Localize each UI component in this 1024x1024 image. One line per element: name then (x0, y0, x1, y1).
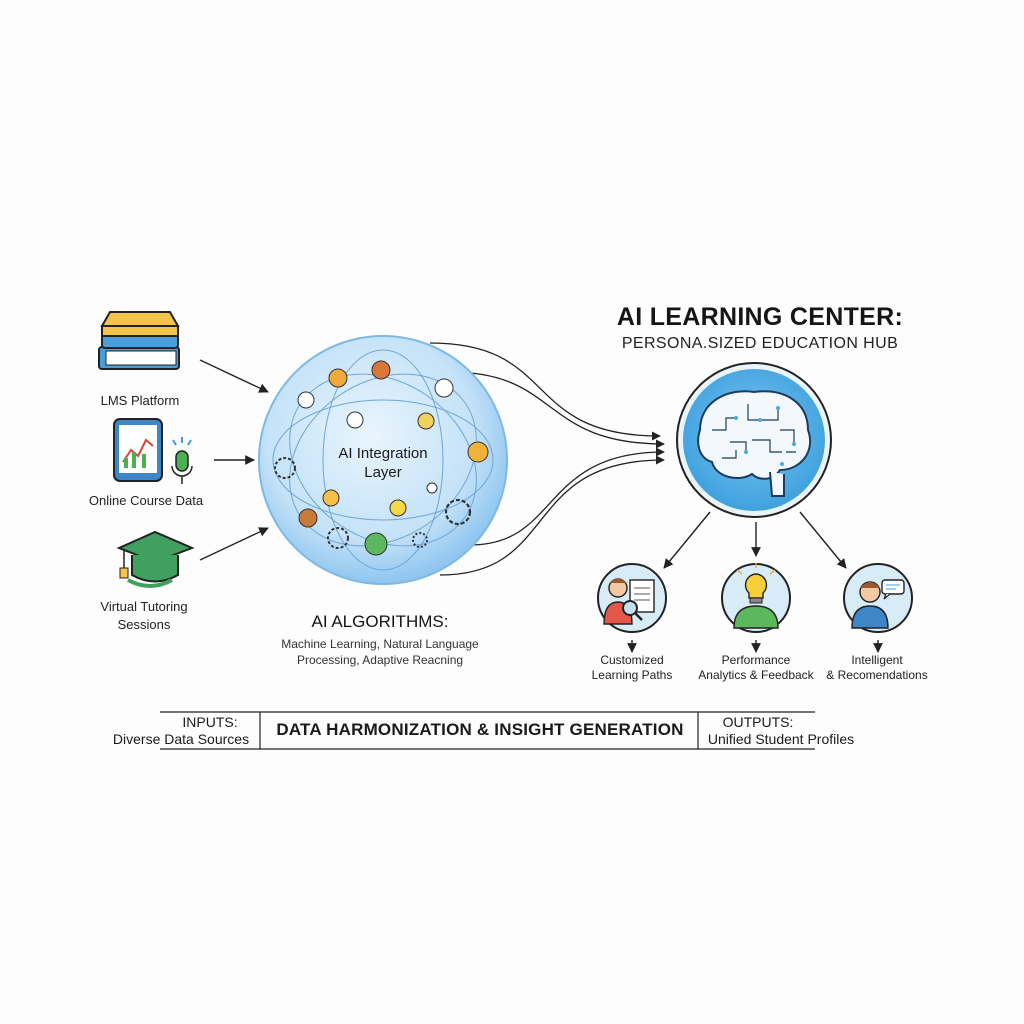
output-label-analytics: Performance Analytics & Feedback (686, 653, 826, 683)
input-label-tutoring-line2: Sessions (117, 617, 171, 632)
integration-label-line2: Layer (364, 464, 402, 481)
output-1-line1: Customized (600, 653, 664, 667)
band-outputs-desc: Unified Student Profiles (707, 731, 855, 747)
output-2-line1: Performance (721, 653, 791, 667)
algorithms-desc-line2: Processing, Adaptive Reacning (296, 653, 464, 667)
output-label-learning-paths: Customized Learning Paths (572, 653, 692, 683)
microphone-icon (171, 437, 193, 484)
band-inputs-desc: Diverse Data Sources (112, 731, 250, 747)
lightbulb-person-icon (721, 563, 791, 633)
band-inputs-heading: INPUTS: (182, 714, 238, 730)
hub-subtitle: PERSONA.SIZED EDUCATION HUB (621, 335, 899, 352)
band-center-title: DATA HARMONIZATION & INSIGHT GENERATION (276, 720, 684, 739)
algorithms-desc-line1: Machine Learning, Natural Language (281, 637, 479, 651)
output-3-line2: & Recomendations (826, 668, 928, 682)
output-1-line2: Learning Paths (591, 668, 673, 682)
output-3-line1: Intelligent (851, 653, 903, 667)
band-outputs-heading: OUTPUTS: (722, 714, 794, 730)
hub-brain-icon (676, 362, 832, 518)
output-2-line2: Analytics & Feedback (698, 668, 814, 682)
output-label-recommendations: Intelligent & Recomendations (814, 653, 940, 683)
input-arrows (199, 359, 269, 561)
tablet-chart-icon (113, 418, 163, 482)
integration-sphere (258, 335, 508, 585)
integration-layer-label: AI Integration Layer (318, 444, 448, 482)
graduation-cap-icon (116, 530, 195, 588)
hub-title: AI LEARNING CENTER: (616, 303, 904, 331)
summary-band-frame (160, 711, 815, 750)
algorithms-description: Machine Learning, Natural Language Proce… (270, 636, 490, 668)
network-node-icons (274, 360, 489, 556)
algorithms-title: AI ALGORITHMS: (311, 612, 449, 631)
input-label-online-course: Online Course Data (88, 493, 204, 508)
chat-person-icon (843, 563, 913, 633)
input-label-lms: LMS Platform (100, 393, 180, 408)
input-label-tutoring-line1: Virtual Tutoring (100, 599, 188, 614)
output-arrows (627, 511, 883, 653)
books-icon (98, 311, 180, 370)
magnifier-person-icon (597, 563, 667, 633)
flow-curves (429, 342, 665, 576)
integration-label-line1: AI Integration (338, 445, 428, 462)
